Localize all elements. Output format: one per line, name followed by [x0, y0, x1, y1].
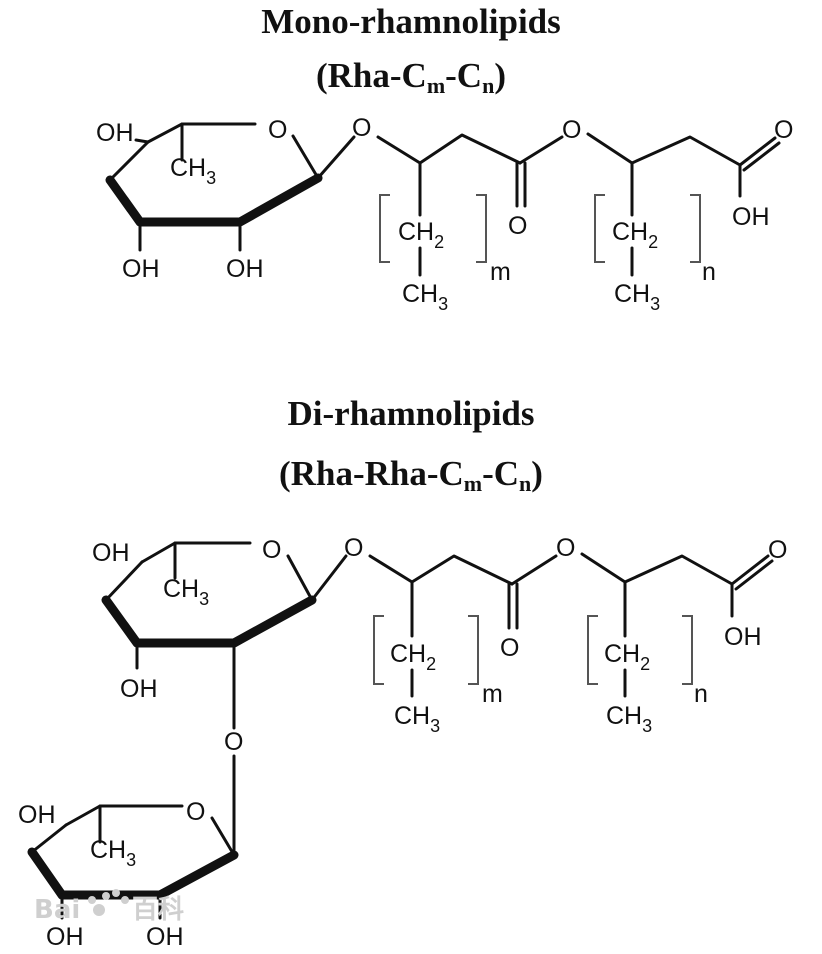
hydroxyl-label: OH — [122, 255, 160, 283]
mono-title: Mono-rhamnolipids — [261, 2, 561, 41]
mono-formula: (Rha-Cm-Cn) — [316, 56, 506, 98]
methyl-label: CH3 — [90, 836, 136, 870]
acid-hydroxyl-label: OH — [732, 203, 770, 231]
hydroxyl-label: OH — [46, 923, 84, 951]
acid-hydroxyl-label: OH — [724, 623, 762, 651]
repeat-bracket-left — [379, 194, 390, 263]
hydroxyl-label: OH — [120, 675, 158, 703]
methyl-label: CH3 — [614, 280, 660, 314]
hydroxyl-label: OH — [96, 119, 134, 147]
methylene-label: CH2 — [390, 640, 436, 674]
repeat-count-m: m — [490, 258, 511, 286]
ring-oxygen-label: O — [186, 798, 205, 826]
carbonyl-oxygen-label: O — [774, 116, 793, 144]
hydroxyl-label: OH — [92, 539, 130, 567]
watermark-suffix: 百科 — [132, 895, 184, 925]
hydroxyl-label: OH — [18, 801, 56, 829]
di-lipid-chain — [368, 552, 774, 698]
ester-oxygen-label: O — [556, 534, 575, 562]
glycosidic-oxygen-label: O — [224, 728, 243, 756]
di-rhamnolipid-structure: O OH CH3 OH O O O OH CH3 OH OH — [18, 534, 787, 951]
watermark: Bai 百科 — [34, 889, 184, 925]
methylene-label: CH2 — [612, 218, 658, 252]
mono-lipid-chain — [376, 132, 781, 277]
carbonyl-oxygen-label: O — [768, 536, 787, 564]
hydroxyl-label: OH — [226, 255, 264, 283]
repeat-bracket-right — [682, 615, 693, 685]
carbonyl-oxygen-label: O — [508, 212, 527, 240]
glycosidic-oxygen-label: O — [352, 114, 371, 142]
methylene-label: CH2 — [604, 640, 650, 674]
di-title: Di-rhamnolipids — [287, 394, 535, 433]
repeat-bracket-right — [476, 194, 487, 263]
mono-rhamnose-ring — [105, 122, 356, 252]
methyl-label: CH3 — [394, 702, 440, 736]
repeat-count-n: n — [702, 258, 716, 286]
methyl-label: CH3 — [606, 702, 652, 736]
methylene-label: CH2 — [398, 218, 444, 252]
ring-oxygen-label: O — [268, 116, 287, 144]
ring-oxygen-label: O — [262, 536, 281, 564]
mono-rhamnolipid-structure: O OH CH3 OH OH O O O O OH CH2 m CH3 CH2 … — [96, 114, 793, 314]
di-formula: (Rha-Rha-Cm-Cn) — [279, 454, 543, 496]
di-rhamnose-ring-upper — [101, 541, 348, 730]
methyl-label: CH3 — [170, 154, 216, 188]
repeat-count-n: n — [694, 680, 708, 708]
ester-oxygen-label: O — [562, 116, 581, 144]
repeat-bracket-right — [468, 615, 479, 685]
glycosidic-oxygen-label: O — [344, 534, 363, 562]
methyl-label: CH3 — [402, 280, 448, 314]
methyl-label: CH3 — [163, 575, 209, 609]
repeat-bracket-left — [373, 615, 384, 685]
repeat-count-m: m — [482, 680, 503, 708]
di-rhamnose-ring-lower — [27, 754, 239, 920]
carbonyl-oxygen-label: O — [500, 634, 519, 662]
hydroxyl-label: OH — [146, 923, 184, 951]
baidu-paw-icon — [88, 889, 129, 916]
repeat-bracket-left — [594, 194, 605, 263]
watermark-text: Bai — [34, 895, 80, 925]
repeat-bracket-right — [690, 194, 701, 263]
repeat-bracket-left — [587, 615, 598, 685]
